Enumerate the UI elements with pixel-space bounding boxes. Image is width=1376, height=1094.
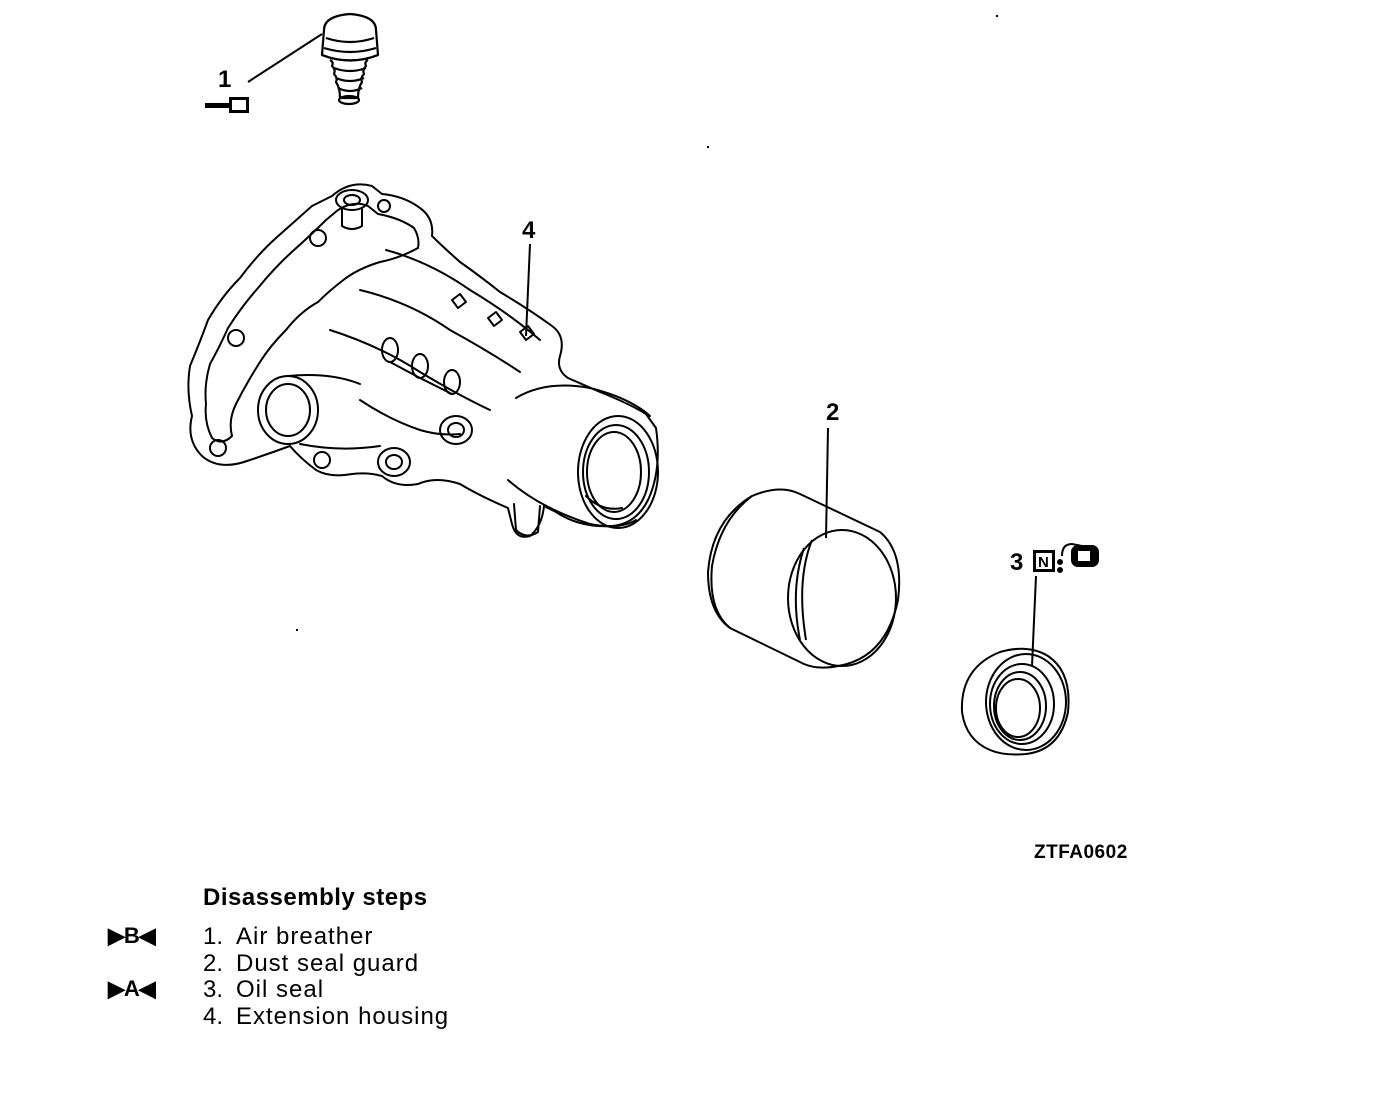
service-point-mark: ▶A◀: [108, 976, 156, 1001]
step-item: 4. Extension housing: [0, 1003, 600, 1030]
step-number: 1.: [203, 923, 224, 950]
tightening-symbol-icon: [205, 97, 249, 113]
scan-specks: [296, 15, 998, 631]
step-label: Dust seal guard: [236, 950, 420, 977]
step-label: Air breather: [236, 923, 374, 950]
callout-1-leader: [247, 33, 323, 83]
step-label: Extension housing: [236, 1003, 450, 1030]
dust-seal-guard-part: [707, 488, 901, 669]
callout-2-leader: [825, 427, 829, 539]
figure-code: ZTFA0602: [1034, 842, 1128, 863]
step-number: 3.: [203, 976, 224, 1003]
step-label: Oil seal: [236, 976, 325, 1003]
new-part-badge: N: [1033, 550, 1055, 572]
oil-seal-part: [960, 647, 1070, 756]
new-part-badge-letter: N: [1038, 554, 1049, 571]
grease-application-icon: [1057, 542, 1099, 573]
callout-3-label: 3: [1010, 549, 1023, 576]
step-item: 2. Dust seal guard: [0, 950, 600, 977]
callout-1-label: 1: [218, 66, 231, 93]
air-breather-part: [320, 12, 380, 106]
disassembly-steps: Disassembly steps ▶B◀ 1. Air breather 2.…: [0, 884, 600, 1044]
callout-3-leader: [1031, 575, 1037, 667]
step-item: ▶B◀ 1. Air breather: [0, 923, 600, 950]
step-item: ▶A◀ 3. Oil seal: [0, 976, 600, 1003]
extension-housing-part: [187, 183, 659, 538]
step-number: 2.: [203, 950, 224, 977]
service-point-mark: ▶B◀: [108, 923, 156, 948]
callout-2-label: 2: [826, 399, 839, 426]
callout-4-label: 4: [522, 217, 536, 244]
callout-4-leader: [525, 243, 531, 337]
steps-title: Disassembly steps: [203, 884, 428, 911]
step-number: 4.: [203, 1003, 224, 1030]
